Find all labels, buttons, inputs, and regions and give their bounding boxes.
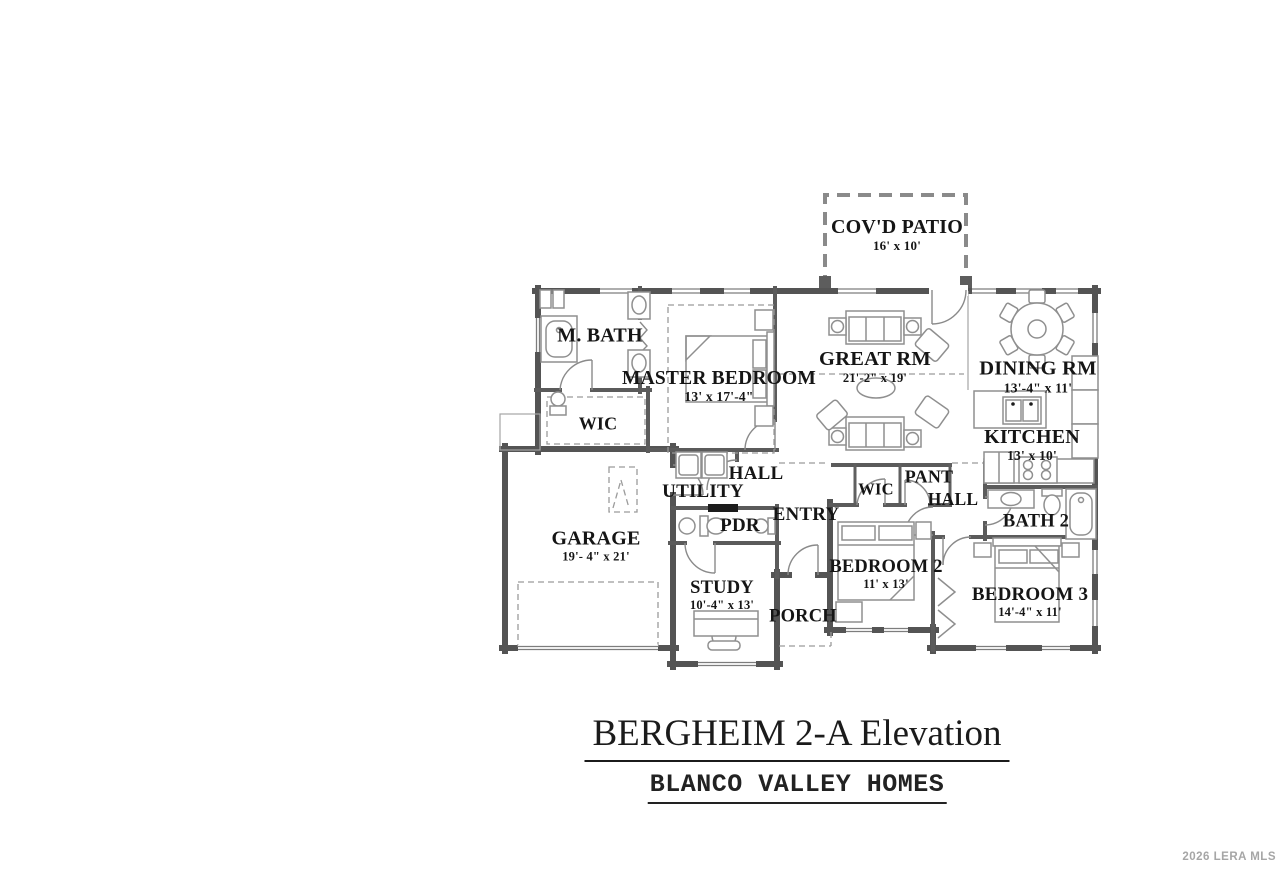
room-label-porch: PORCH	[769, 606, 837, 627]
furniture-bedroom2	[835, 521, 932, 623]
garage-door	[518, 644, 658, 652]
furniture-study	[693, 610, 759, 651]
room-label-pant: PANT	[904, 466, 954, 487]
furniture-master-suite	[539, 289, 775, 454]
room-label-utility: UTILITY	[662, 481, 744, 503]
mls-watermark: 2026 LERA MLS	[1182, 851, 1276, 863]
furniture-utility-pdr	[675, 451, 776, 537]
room-label-m-bath: M. BATH	[557, 324, 643, 347]
furniture-kitchen	[973, 355, 1099, 484]
covered-patio-outline	[819, 193, 972, 288]
room-label-pdr: PDR	[720, 515, 760, 537]
furniture-bedroom3	[937, 537, 1080, 639]
furniture-bath2	[987, 488, 1097, 540]
room-label-entry: ENTRY	[772, 504, 840, 526]
furniture-great-room	[816, 310, 950, 451]
builder-name: BLANCO VALLEY HOMES	[647, 770, 947, 804]
room-label-hall-2: HALL	[927, 488, 979, 509]
room-label-bath-2: BATH 2	[1002, 511, 1070, 532]
furniture-dining	[999, 289, 1075, 369]
room-label-wic-2: WIC	[858, 479, 894, 499]
room-label-wic-master: WIC	[578, 413, 618, 434]
windows	[518, 285, 1100, 668]
room-label-hall-1: HALL	[728, 463, 784, 485]
plan-title: BERGHEIM 2-A Elevation	[584, 712, 1010, 762]
